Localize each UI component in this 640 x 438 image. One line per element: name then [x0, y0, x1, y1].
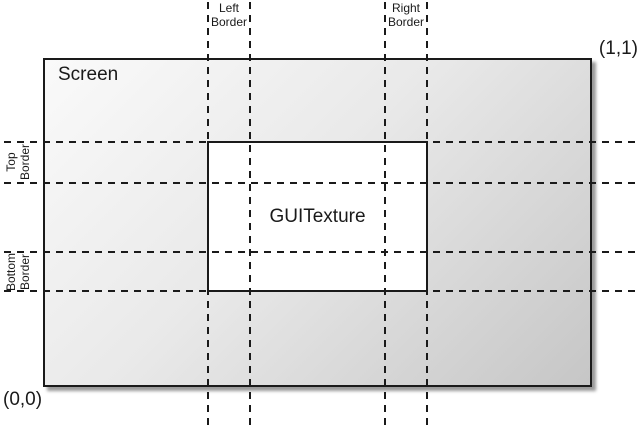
guitexture-rect: GUITexture — [207, 141, 428, 292]
top-border-label: Top Border — [0, 143, 36, 181]
top-border-line-inner — [4, 182, 637, 184]
bottom-border-label-line1: Bottom — [4, 252, 19, 292]
screen-label: Screen — [58, 64, 119, 85]
origin-coordinate-label: (0,0) — [3, 389, 43, 410]
right-border-label-line1: Right — [391, 1, 420, 15]
guitexture-label: GUITexture — [269, 205, 366, 227]
top-right-coordinate-label: (1,1) — [598, 38, 638, 59]
top-border-line-outer — [4, 141, 637, 143]
right-border-line-outer — [426, 2, 428, 425]
bottom-border-line-inner — [4, 251, 637, 253]
right-border-label-line2: Border — [387, 15, 425, 29]
left-border-line-inner — [249, 2, 251, 425]
bottom-border-line-outer — [4, 290, 637, 292]
bottom-border-label: Bottom Border — [0, 253, 36, 291]
left-border-label-line2: Border — [210, 15, 248, 29]
right-border-line-inner — [384, 2, 386, 425]
left-border-line-outer — [207, 2, 209, 425]
bottom-border-label-line2: Border — [18, 253, 33, 291]
left-border-label-line1: Left — [218, 1, 239, 15]
right-border-label: Right Border — [380, 1, 432, 29]
left-border-label: Left Border — [203, 1, 255, 29]
top-border-label-line2: Border — [18, 143, 32, 181]
top-border-label-line1: Top — [4, 152, 18, 172]
